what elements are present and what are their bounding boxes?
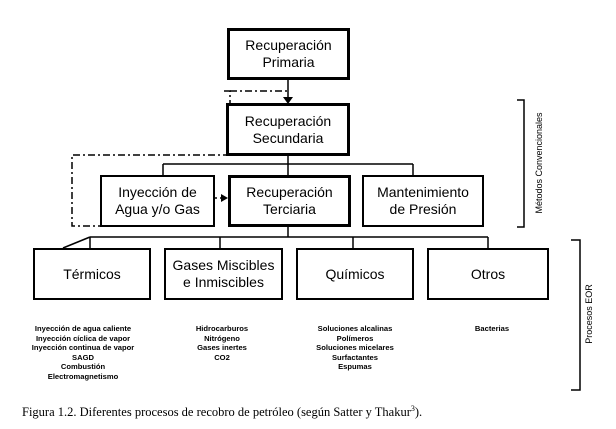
caption-reference: 3 [410,404,415,413]
list-otros: Bacterias [447,324,537,334]
list-item: Gases inertes [197,343,247,353]
box-gases-miscibles: Gases Miscibles e Inmiscibles [164,248,283,300]
arrow-head [283,97,293,104]
box-recuperacion-secundaria: Recuperación Secundaria [226,103,350,156]
list-termicos: Inyección de agua caliente Inyección cíc… [12,324,154,382]
list-quimicos: Soluciones alcalinas Polímeros Solucione… [300,324,410,372]
list-item: Soluciones micelares [316,343,394,353]
box-label: Mantenimiento [377,184,469,200]
box-label: Inyección de [118,184,197,200]
box-label: Químicos [325,265,385,282]
box-inyeccion-agua-gas: Inyección de Agua y/o Gas [100,175,215,227]
box-recuperacion-primaria: Recuperación Primaria [227,28,350,80]
list-item: Espumas [338,362,372,372]
caption-text: Figura 1.2. Diferentes procesos de recob… [22,405,411,420]
list-item: Nitrógeno [204,333,240,343]
box-label: Gases Miscibles [172,257,275,273]
box-label: Recuperación [244,112,332,129]
list-item: Electromagnetismo [47,371,119,381]
list-item: Inyección de agua caliente [34,324,132,333]
box-quimicos: Químicos [296,248,414,300]
box-label: Otros [470,265,506,282]
list-item: Polímeros [336,333,374,343]
list-gases: Hidrocarburos Nitrógeno Gases inertes CO… [167,324,277,362]
box-label: Agua y/o Gas [115,201,200,217]
list-item: Surfactantes [331,352,378,362]
box-label: de Presión [389,201,457,217]
list-item: Inyección cíclica de vapor [35,333,131,343]
list-item: Hidrocarburos [195,324,249,333]
list-item: Bacterias [474,324,510,333]
box-label: Secundaria [252,129,324,146]
list-item: Combustión [60,362,106,372]
box-recuperacion-terciaria: Recuperación Terciaria [228,175,351,227]
list-item: SAGD [72,352,94,362]
box-termicos: Térmicos [33,248,151,300]
box-label: e Inmiscibles [183,274,264,290]
bracket-eor [571,239,581,391]
box-label: Terciaria [263,201,316,217]
box-mantenimiento-presion: Mantenimiento de Presión [362,175,484,227]
box-label: Primaria [262,54,315,70]
connector-to-termicos-left [62,236,91,249]
figure-caption: Figura 1.2. Diferentes procesos de recob… [22,404,422,420]
list-item: Inyección continua de vapor [31,343,135,353]
list-item: Soluciones alcalinas [317,324,393,333]
list-item: CO2 [214,352,230,362]
box-label: Térmicos [63,265,121,282]
label-metodos-convencionales: Métodos Convencionales [534,112,544,214]
box-otros: Otros [427,248,549,300]
box-label: Recuperación [246,184,333,200]
caption-end: ). [414,405,423,420]
label-procesos-eor: Procesos EOR [584,284,594,344]
box-label: Recuperación [245,37,332,53]
bracket-convencionales [517,99,525,228]
arrow-head [221,194,228,202]
